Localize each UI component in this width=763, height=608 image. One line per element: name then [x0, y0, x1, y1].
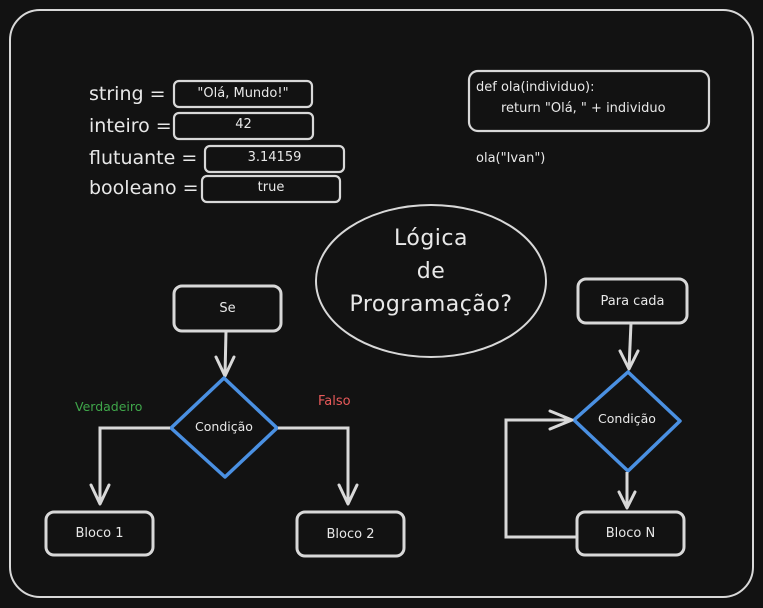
block-2-box[interactable]	[295, 510, 406, 558]
code-line-return: return "Olá, " + individuo	[501, 101, 666, 116]
var-label-flutuante: flutuante =	[89, 147, 198, 169]
loop-body-label: Bloco N	[605, 526, 656, 541]
true-branch-label: Verdadeiro	[75, 399, 143, 414]
false-branch-label: Falso	[318, 394, 351, 409]
outer-frame	[9, 9, 754, 598]
title-line-2: de	[416, 259, 446, 284]
arrowhead-loop-back	[548, 409, 574, 431]
block-1-box[interactable]	[44, 510, 155, 557]
false-branch-line	[278, 426, 350, 504]
var-box-booleano[interactable]	[200, 174, 342, 204]
var-label-inteiro: inteiro =	[89, 115, 172, 137]
loop-condition-label: Condição	[598, 411, 656, 426]
var-box-inteiro[interactable]	[172, 111, 315, 141]
if-condition-label: Condição	[195, 419, 253, 434]
var-value-booleano: true	[257, 180, 285, 195]
loop-start-label: Para cada	[600, 294, 665, 309]
arrowhead-false	[337, 483, 359, 506]
var-value-inteiro: 42	[235, 117, 252, 132]
var-label-booleano: booleano =	[89, 177, 199, 199]
var-box-string[interactable]	[172, 79, 314, 109]
loop-condition-diamond[interactable]	[572, 370, 682, 473]
if-start-label: Se	[219, 301, 236, 316]
var-box-flutuante[interactable]	[203, 144, 346, 174]
block-2-label: Bloco 2	[326, 527, 375, 542]
arrow-para-cada-to-condition	[627, 322, 633, 370]
var-value-string: "Olá, Mundo!"	[197, 86, 289, 101]
block-1-label: Bloco 1	[75, 526, 124, 541]
if-start-box[interactable]	[172, 284, 283, 333]
code-box[interactable]	[467, 69, 711, 133]
arrowhead-body	[617, 490, 637, 510]
arrowhead-se	[214, 355, 236, 378]
title-ellipse[interactable]	[315, 204, 547, 358]
loop-body-box[interactable]	[575, 510, 686, 557]
true-branch-line	[98, 426, 170, 504]
arrow-se-to-condition	[223, 330, 228, 377]
var-value-flutuante: 3.14159	[247, 150, 302, 165]
code-line-call: ola("Ivan")	[476, 151, 546, 166]
loop-back-line	[504, 418, 576, 539]
title-line-1: Lógica	[394, 226, 468, 251]
title-line-3: Programação?	[349, 292, 513, 317]
arrowhead-true	[89, 483, 111, 506]
code-line-def: def ola(individuo):	[476, 80, 595, 95]
arrowhead-para-cada	[618, 349, 640, 371]
var-label-string: string =	[89, 83, 166, 105]
loop-start-box[interactable]	[576, 277, 689, 325]
if-condition-diamond[interactable]	[169, 376, 279, 479]
